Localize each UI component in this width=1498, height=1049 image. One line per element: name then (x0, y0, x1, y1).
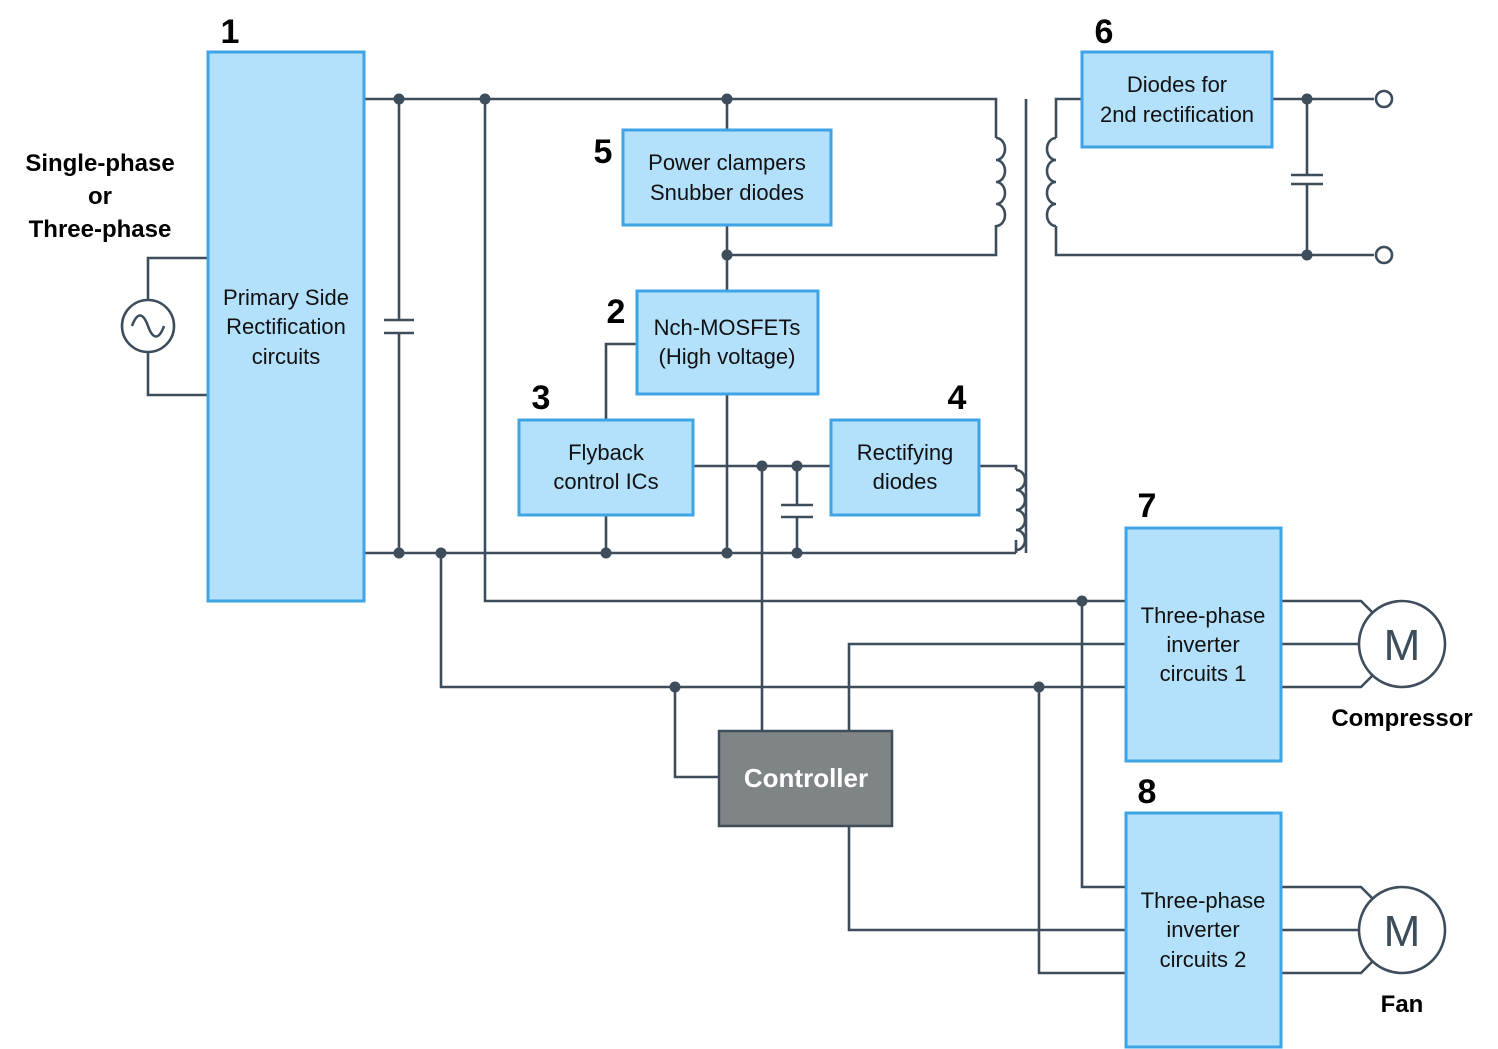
block-3-number: 3 (532, 379, 551, 417)
input-label-line3: Three-phase (29, 216, 172, 243)
block-2-line2: (High voltage) (659, 344, 796, 369)
junction-dot (791, 547, 803, 559)
block-7-line1: Three-phase (1141, 603, 1266, 628)
block-1-line3: circuits (252, 344, 320, 369)
fan-leads (1281, 885, 1375, 975)
junction-dot (756, 460, 768, 472)
inverter2-negative-feed (1037, 687, 1126, 975)
junction-dot (600, 547, 612, 559)
controller-block (717, 729, 894, 828)
junction-dot (1076, 595, 1088, 607)
junction-dot (1301, 93, 1313, 105)
controller-to-inverter2 (847, 826, 1126, 932)
fan-motor-symbol: M (1384, 907, 1421, 956)
block-5-line1: Power clampers (648, 150, 806, 175)
junction-dot (721, 547, 733, 559)
block-6-line1: Diodes for (1127, 72, 1227, 97)
inverter-2-block (1124, 811, 1283, 1049)
primary-rectification-block (206, 50, 366, 603)
primary-winding (995, 136, 1007, 228)
rectifying-diodes-block (829, 418, 981, 517)
block-4-line2: diodes (873, 469, 938, 494)
controller-ground (673, 687, 719, 779)
ac-source-leads (146, 256, 208, 397)
controller-to-inverter1 (847, 642, 1126, 731)
junction-dot (1301, 249, 1313, 261)
inverter-1-block (1124, 526, 1283, 763)
junction-dot (721, 249, 733, 261)
junction-dot (393, 93, 405, 105)
junction-dot (479, 93, 491, 105)
junction-dot (1033, 681, 1045, 693)
secondary-winding (1045, 136, 1057, 228)
compressor-motor-symbol: M (1384, 621, 1421, 670)
secondary-leads (1054, 97, 1374, 257)
compressor-leads (1281, 599, 1375, 689)
output-cap-plates (1291, 173, 1323, 186)
block-8-line2: inverter (1166, 917, 1239, 942)
flyback-ic-block (517, 418, 695, 517)
fan-label: Fan (1381, 991, 1424, 1018)
block-5-number: 5 (594, 133, 613, 171)
junction-dot (791, 460, 803, 472)
output-terminal-negative (1374, 245, 1394, 265)
fan-motor-icon (1357, 885, 1447, 975)
bulk-capacitor-plates (384, 318, 414, 335)
top-dc-bus (364, 97, 998, 138)
block-4-line1: Rectifying (857, 440, 954, 465)
ac-source-icon (120, 298, 176, 354)
junction-dot (435, 547, 447, 559)
output-terminal-positive (1374, 89, 1394, 109)
block-8-line1: Three-phase (1141, 888, 1266, 913)
snubber-block (621, 128, 833, 227)
controller-label: Controller (744, 763, 868, 793)
mosfet-block (635, 289, 820, 396)
block-7-line2: inverter (1166, 632, 1239, 657)
wires (146, 97, 1375, 975)
inverter2-positive-feed (1080, 601, 1126, 889)
block-7-line3: circuits 1 (1160, 661, 1247, 686)
junction-dot (721, 93, 733, 105)
block-8-line3: circuits 2 (1160, 947, 1247, 972)
secondary-diodes-block (1080, 50, 1274, 149)
block-3-line2: control ICs (553, 469, 658, 494)
block-7-number: 7 (1138, 487, 1157, 525)
compressor-label: Compressor (1331, 705, 1472, 732)
block-2-line1: Nch-MOSFETs (654, 315, 801, 340)
block-3-line1: Flyback (568, 440, 645, 465)
block-8-number: 8 (1138, 773, 1157, 811)
input-label-line2: or (88, 183, 112, 210)
gate-drive-lead (604, 342, 637, 420)
aux-winding (1015, 468, 1027, 552)
block-2-number: 2 (607, 293, 626, 331)
block-5-line2: Snubber diodes (650, 180, 804, 205)
input-label-line1: Single-phase (25, 150, 174, 177)
inverter-negative-rail (439, 553, 1126, 689)
junction-dot (669, 681, 681, 693)
compressor-motor-icon (1357, 599, 1447, 689)
block-4-number: 4 (948, 379, 967, 417)
drain-to-winding (727, 225, 998, 257)
block-6-line2: 2nd rectification (1100, 102, 1254, 127)
block-1-line1: Primary Side (223, 285, 349, 310)
aux-winding-top (979, 464, 1018, 470)
block-1-number: 1 (221, 13, 240, 51)
block-1-line2: Rectification (226, 314, 346, 339)
junction-dot (393, 547, 405, 559)
aux-cap-plates (781, 503, 813, 519)
inverter-positive-rail (483, 99, 1126, 603)
block-6-number: 6 (1095, 13, 1114, 51)
junction-dots (393, 93, 1313, 693)
